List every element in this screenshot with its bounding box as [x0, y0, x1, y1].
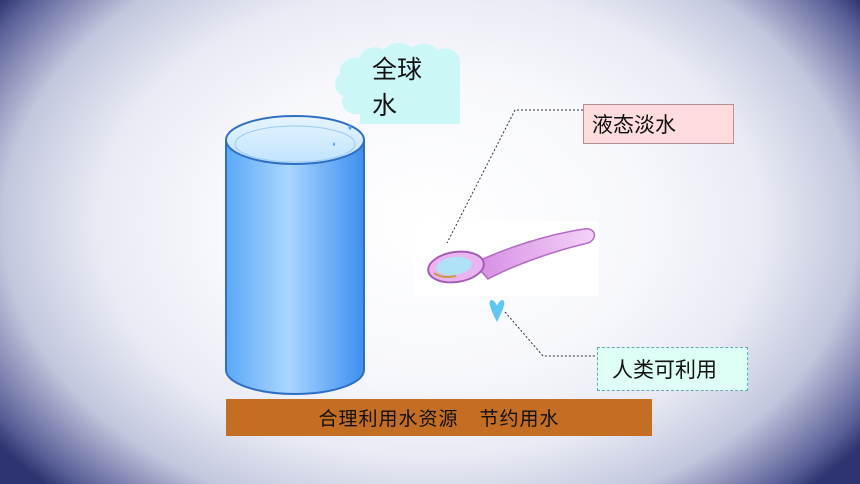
cloud-label: 全球 水 — [372, 52, 432, 124]
cloud-label-line2: 水 — [372, 91, 398, 120]
water-drop-icon — [489, 300, 505, 322]
cloud-label-line1: 全球 — [372, 55, 423, 84]
water-cylinder-icon — [225, 115, 365, 395]
cloud-shape — [335, 42, 460, 124]
slogan-banner: 合理利用水资源 节约用水 — [226, 399, 652, 436]
liquid-fresh-water-label: 液态淡水 — [583, 104, 734, 144]
connector-liquid-line — [446, 109, 583, 244]
human-usable-water-label: 人类可利用 — [597, 347, 748, 391]
spoon-icon — [427, 228, 596, 284]
connector-human-line — [504, 311, 597, 357]
